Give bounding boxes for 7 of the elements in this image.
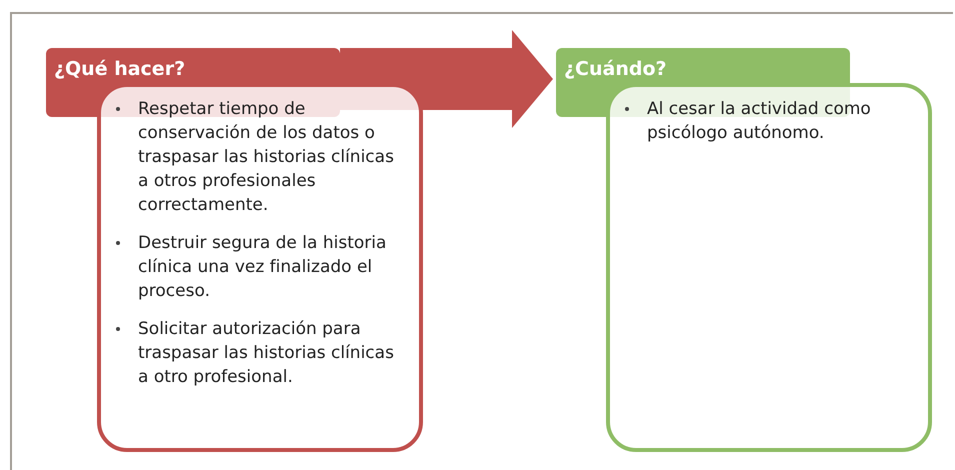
bullet-text: Al cesar la actividad como psicólogo autónomo.: [647, 98, 872, 145]
bullet-text: Respetar tiempo de conservación de los datos o traspasar las historias clínicas a otros profesionales correctamente.: [138, 98, 395, 217]
header-text: ¿Qué hacer?: [54, 58, 186, 80]
bullet-card: [606, 83, 932, 452]
bullet-text: Destruir segura de la historia clínica una vez finalizado el proceso.: [138, 232, 388, 303]
bullet-text: Solicitar autorización para traspasar las historias clínicas a otro profesional.: [138, 318, 395, 389]
header-text: ¿Cuándo?: [564, 58, 667, 80]
